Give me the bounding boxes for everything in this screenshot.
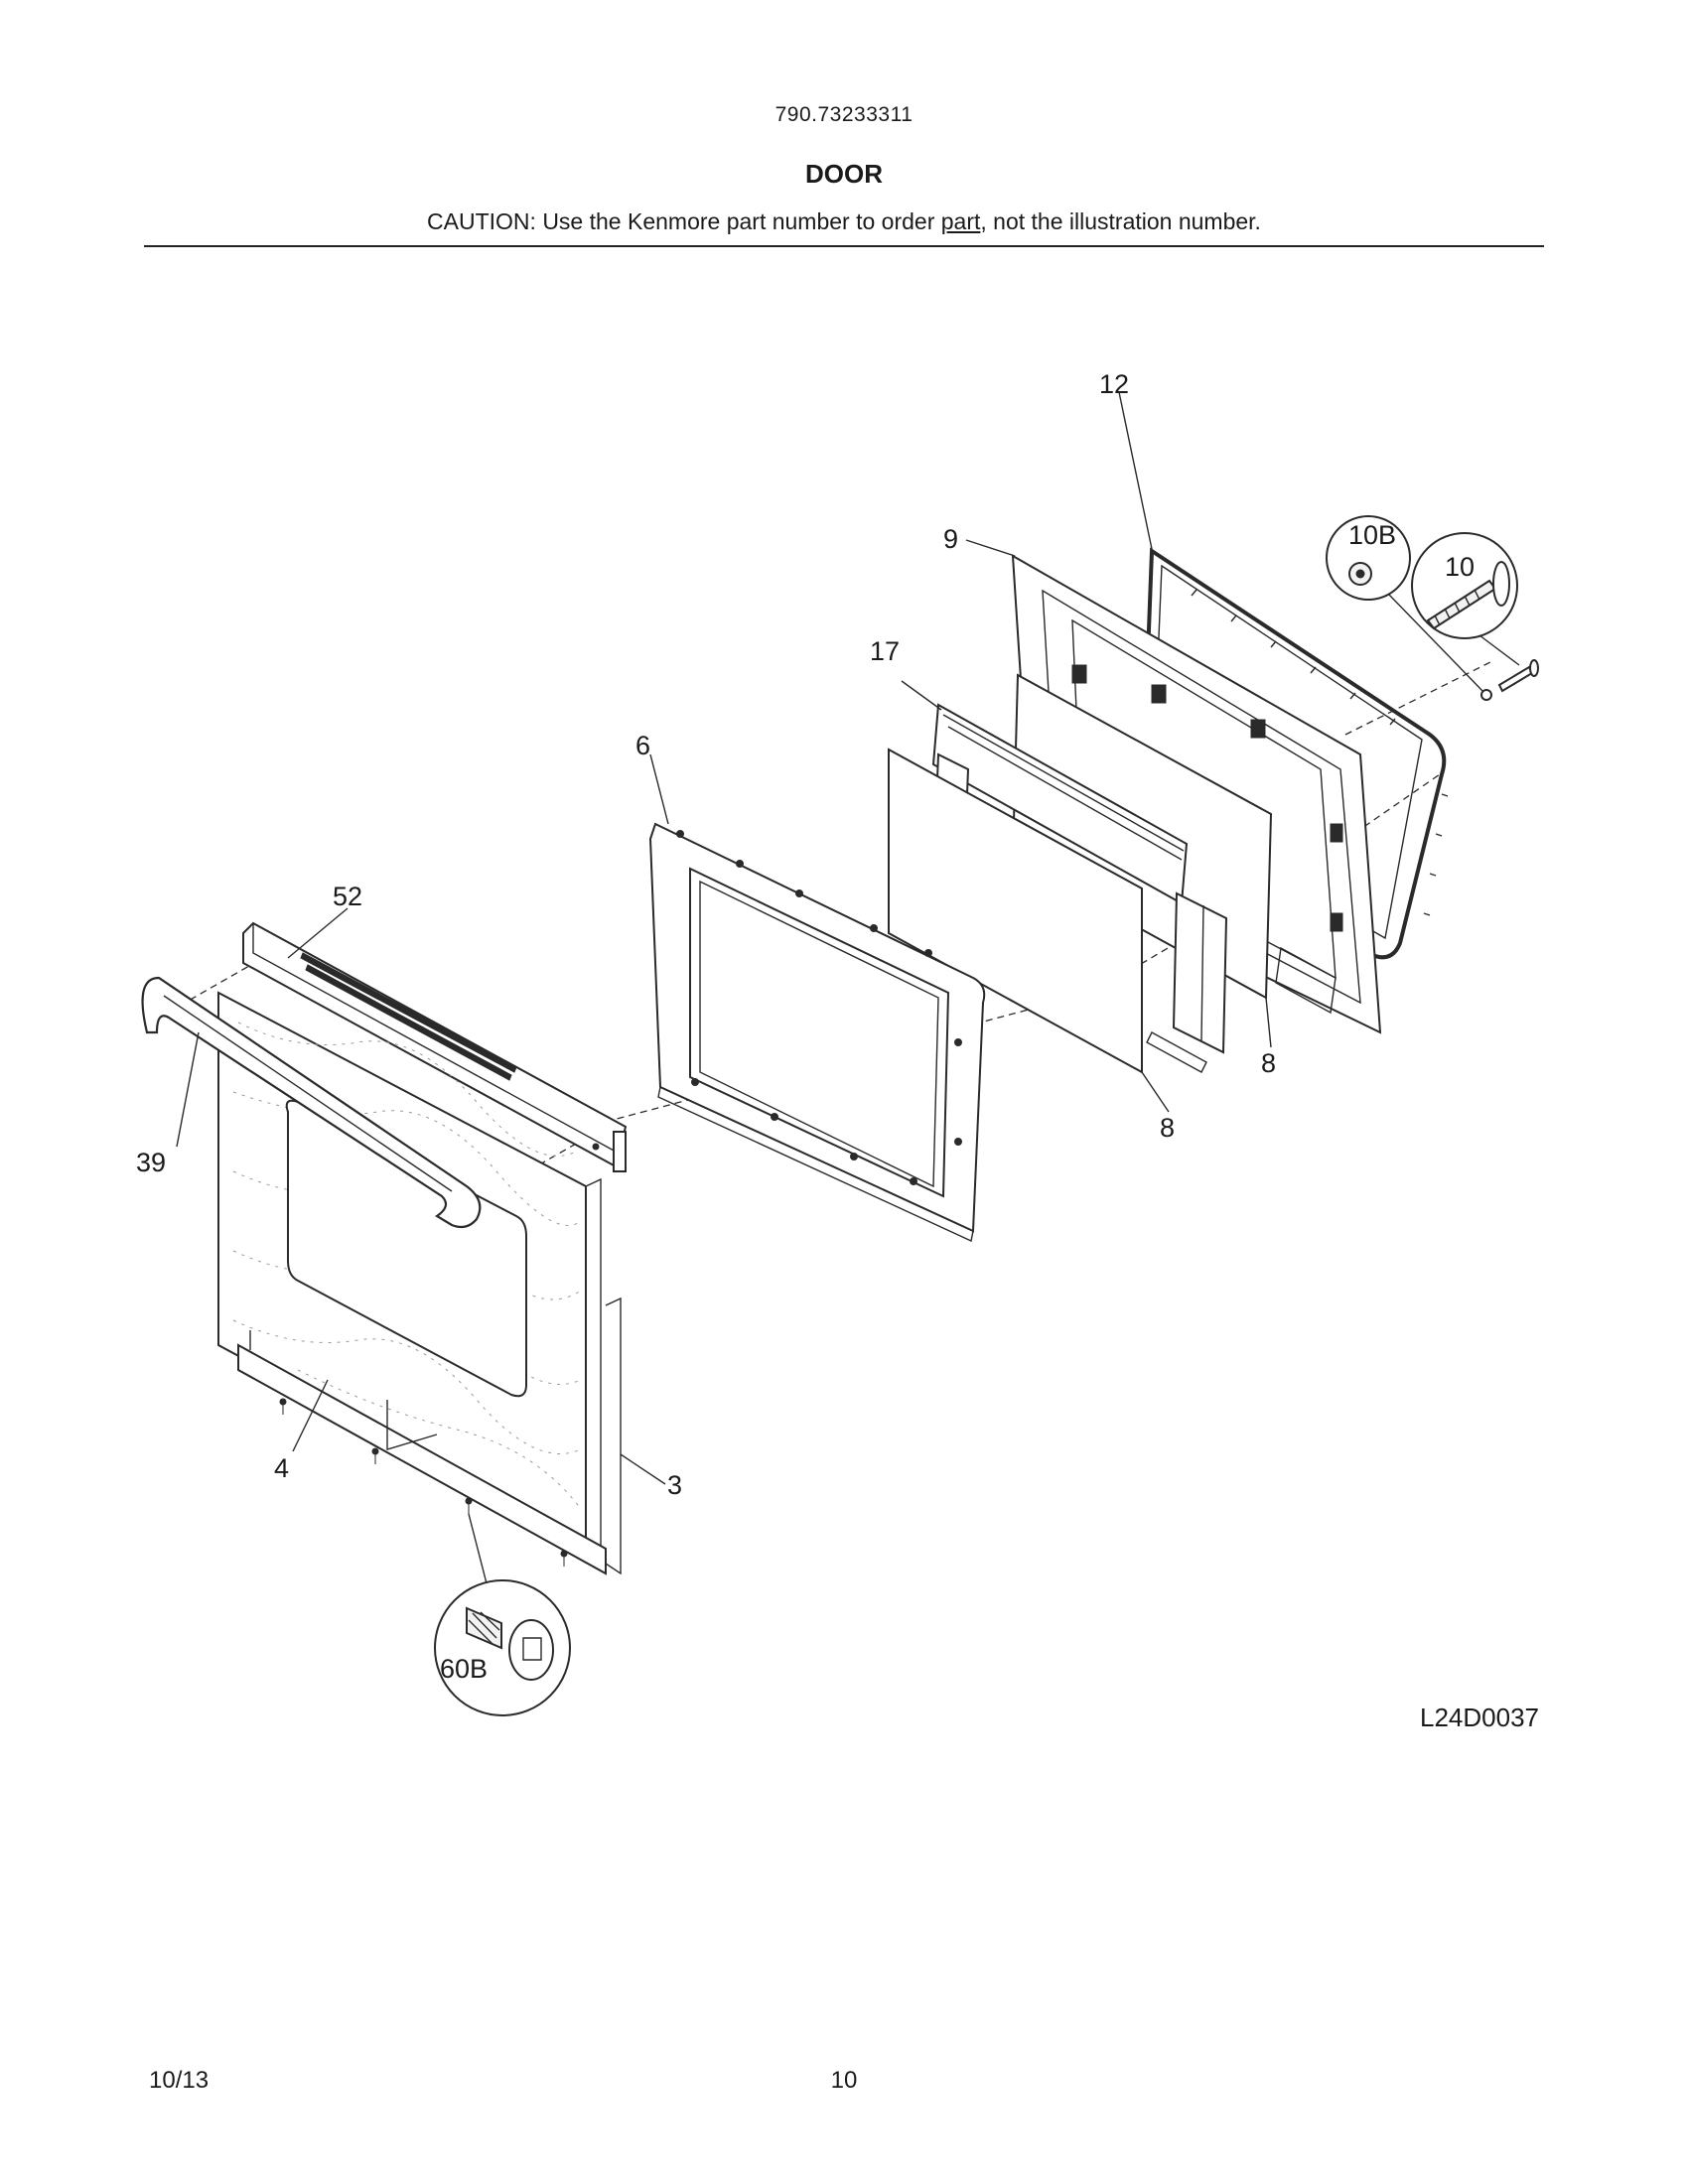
door-screws xyxy=(279,1143,600,1567)
callout-10: 10 xyxy=(1445,552,1475,582)
callout-3: 3 xyxy=(667,1470,682,1500)
caution-underlined-word: part xyxy=(940,208,981,234)
door-top-trim xyxy=(242,921,628,1172)
callout-8-rear: 8 xyxy=(1261,1048,1276,1078)
outer-door-panel xyxy=(217,991,622,1575)
footer-date: 10/13 xyxy=(149,2067,210,2094)
handle-guide-line xyxy=(158,957,264,1019)
caution-note: CAUTION: Use the Kenmore part number to … xyxy=(0,208,1688,235)
callout-17: 17 xyxy=(870,636,900,666)
footer-page-number: 10 xyxy=(830,2067,858,2094)
door-handle xyxy=(141,976,482,1229)
callout-39: 39 xyxy=(136,1148,166,1177)
callout-52: 52 xyxy=(333,882,362,911)
washer-and-screw-10 xyxy=(1480,659,1539,701)
header-divider xyxy=(144,245,1544,247)
callout-60b: 60B xyxy=(440,1654,488,1684)
callout-9: 9 xyxy=(943,524,958,554)
screw-guide-line xyxy=(1344,659,1495,736)
leader-lines xyxy=(176,391,1272,1485)
detail-bubble-60b xyxy=(434,1513,571,1716)
callout-10b: 10B xyxy=(1348,520,1396,550)
callout-8-front: 8 xyxy=(1160,1113,1175,1143)
drawing-code: L24D0037 xyxy=(1420,1703,1539,1732)
window-frame xyxy=(648,822,986,1243)
caution-text-before: CAUTION: Use the Kenmore part number to … xyxy=(427,208,941,234)
callout-4: 4 xyxy=(274,1453,289,1483)
model-number: 790.73233311 xyxy=(774,103,914,126)
detail-bubble-10 xyxy=(1411,532,1520,666)
detail-bubble-10b xyxy=(1326,515,1485,694)
section-title: DOOR xyxy=(805,159,883,189)
callout-6: 6 xyxy=(635,731,650,760)
callout-12: 12 xyxy=(1099,369,1129,399)
caution-text-after: , not the illustration number. xyxy=(980,208,1261,234)
